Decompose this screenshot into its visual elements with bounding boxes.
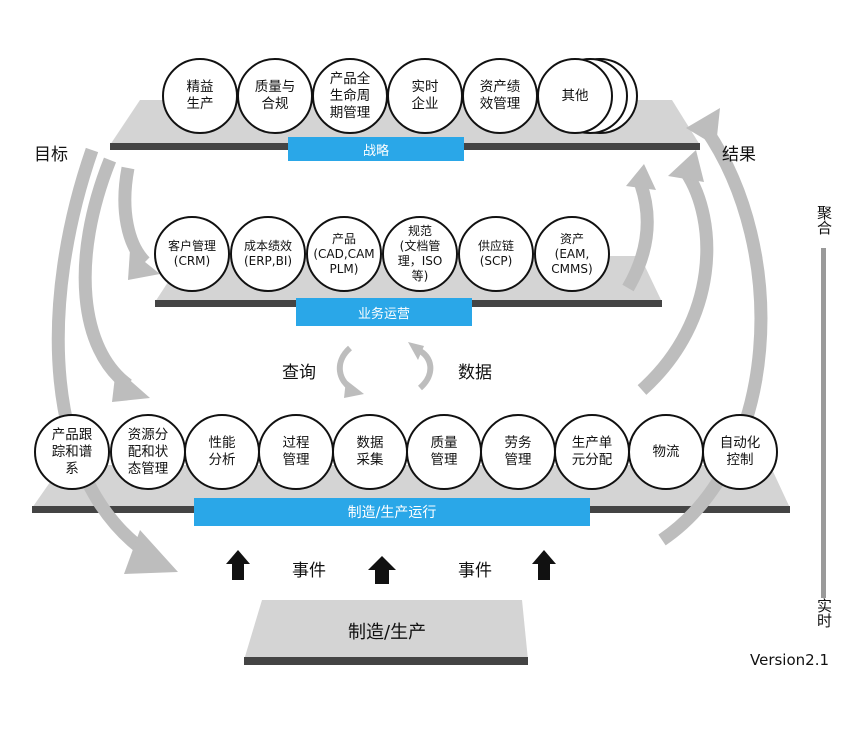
- query-label: 查询: [282, 363, 316, 383]
- bottom-circle-resource: 资源分 配和状 态管理: [110, 414, 186, 490]
- top-circle-other: 其他: [537, 58, 613, 134]
- goal-arrow-outer: [51, 147, 154, 561]
- base-label: 制造/生产: [348, 622, 427, 643]
- mid-circle-scp: 供应链 (SCP): [458, 216, 534, 292]
- bottom-circle-process: 过程 管理: [258, 414, 334, 490]
- bottom-circle-dispatch: 生产单 元分配: [554, 414, 630, 490]
- mid-circle-crm: 客户管理 (CRM): [154, 216, 230, 292]
- result-arrow-outer-head: [686, 108, 720, 146]
- top-circle-realtime: 实时 企业: [387, 58, 463, 134]
- top-circle-lean: 精益 生产: [162, 58, 238, 134]
- ops-to-strategy-arrow-head: [626, 164, 656, 190]
- business-ops-bar: 业务运营: [296, 298, 472, 326]
- mfg-ops-bar: 制造/生产运行: [194, 498, 590, 526]
- goal-arrow-inner: [78, 157, 133, 391]
- event-arrow-2: [368, 556, 396, 584]
- data-arrow: [416, 347, 434, 391]
- bottom-circle-labor: 劳务 管理: [480, 414, 556, 490]
- aggregate-label: 聚合: [815, 205, 833, 235]
- bottom-circle-data: 数据 采集: [332, 414, 408, 490]
- base-platform-edge: [244, 657, 528, 665]
- event-label-right: 事件: [458, 561, 492, 581]
- base-platform: [244, 600, 528, 660]
- top-circle-plm: 产品全 生命周 期管理: [312, 58, 388, 134]
- realtime-label: 实时: [815, 598, 833, 628]
- top-circle-quality: 质量与 合规: [237, 58, 313, 134]
- result-arrow-inner: [637, 168, 714, 395]
- scale-line: [821, 248, 826, 598]
- top-circle-asset: 资产绩 效管理: [462, 58, 538, 134]
- mid-circle-spec: 规范 (文档管 理，ISO 等): [382, 216, 458, 292]
- event-label-left: 事件: [292, 561, 326, 581]
- bottom-circle-performance: 性能 分析: [184, 414, 260, 490]
- mid-circle-eam: 资产 (EAM, CMMS): [534, 216, 610, 292]
- bottom-circle-logistics: 物流: [628, 414, 704, 490]
- bottom-circle-quality: 质量 管理: [406, 414, 482, 490]
- data-arrow-head: [408, 342, 424, 360]
- bottom-circle-tracking: 产品跟 踪和谱 系: [34, 414, 110, 490]
- event-arrow-3: [532, 550, 556, 580]
- query-arrow-head: [344, 380, 364, 398]
- mid-circle-product: 产品 (CAD,CAM PLM): [306, 216, 382, 292]
- goal-label: 目标: [34, 145, 68, 165]
- data-label: 数据: [458, 363, 492, 383]
- mid-circle-erp: 成本绩效 (ERP,BI): [230, 216, 306, 292]
- version-label: Version2.1: [750, 651, 830, 669]
- result-arrow-outer: [658, 124, 768, 546]
- ops-to-strategy-arrow: [622, 179, 654, 292]
- result-label: 结果: [722, 145, 756, 165]
- strategy-to-ops-arrow: [118, 166, 150, 267]
- event-arrow-1: [226, 550, 250, 580]
- result-arrow-inner-head: [668, 150, 704, 182]
- strategy-to-ops-arrow-head: [128, 250, 160, 280]
- strategy-bar: 战略: [288, 137, 464, 161]
- goal-arrow-outer-head: [124, 530, 178, 574]
- goal-arrow-inner-head: [112, 368, 150, 402]
- bottom-circle-automation: 自动化 控制: [702, 414, 778, 490]
